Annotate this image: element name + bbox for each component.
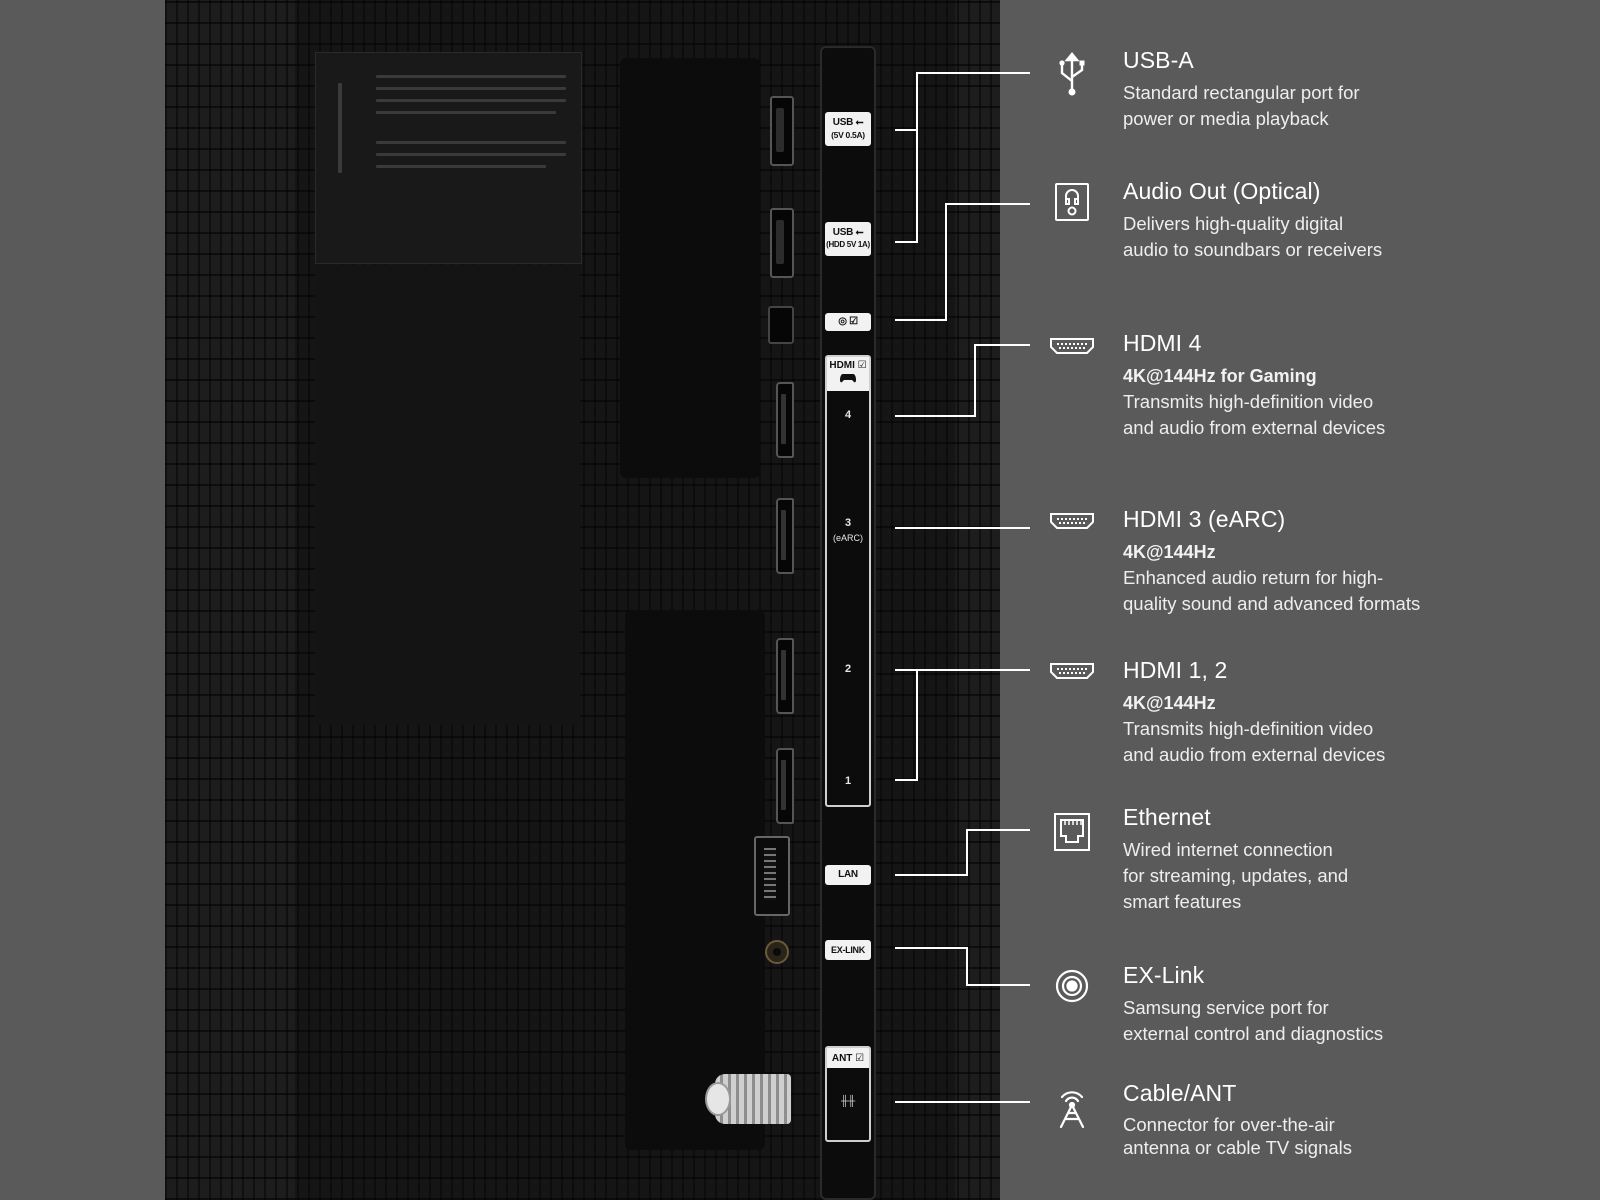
hdmi-3-number: 3 — [844, 517, 852, 529]
optical-audio-icon — [1048, 178, 1096, 226]
port-title: HDMI 1, 2 — [1123, 657, 1228, 683]
lan-label: LAN — [825, 865, 871, 885]
gamepad-icon — [827, 373, 869, 387]
antenna-icon — [1048, 1082, 1096, 1130]
port-item-audio-out: Audio Out (Optical) Delivers high-qualit… — [1123, 177, 1583, 263]
lan-port — [754, 836, 790, 916]
port-description: Connector for over-the-air antenna or ca… — [1123, 1114, 1353, 1158]
hdmi-port-3 — [776, 498, 794, 574]
ant-label-box: ANT ☑ ╫╫ — [825, 1046, 871, 1142]
coax-connector — [705, 1074, 791, 1124]
port-title: Ethernet — [1123, 804, 1211, 830]
usb-port-1 — [770, 96, 794, 166]
port-item-hdmi-4: HDMI 4 4K@144Hz for Gaming Transmits hig… — [1123, 329, 1583, 441]
port-description: Standard rectangular port for power or m… — [1123, 82, 1360, 129]
port-title: HDMI 4 — [1123, 330, 1202, 356]
port-item-hdmi-1-2: HDMI 1, 2 4K@144Hz Transmits high-defini… — [1123, 656, 1583, 768]
port-spec: 4K@144Hz — [1123, 542, 1216, 562]
hdmi-port-1 — [776, 748, 794, 824]
panel-block — [315, 265, 580, 725]
hdmi-3-earc-label: (eARC) — [832, 533, 863, 543]
port-description: Delivers high-quality digital audio to s… — [1123, 213, 1383, 260]
port-item-hdmi-3: HDMI 3 (eARC) 4K@144Hz Enhanced audio re… — [1123, 505, 1583, 617]
usb-2-label: USB ⭠(HDD 5V 1A) — [825, 222, 871, 256]
port-item-usb-a: USB-A Standard rectangular port for powe… — [1123, 46, 1583, 132]
hdmi-port-2 — [776, 638, 794, 714]
port-description: Transmits high-definition video and audi… — [1123, 391, 1386, 438]
ant-label: ANT ☑ — [831, 1052, 865, 1064]
usb-port-2 — [770, 208, 794, 278]
ex-link-label: EX-LINK — [825, 940, 871, 960]
hdmi-4-number: 4 — [844, 409, 852, 421]
port-title: EX-Link — [1123, 962, 1205, 988]
port-description: Samsung service port for external contro… — [1123, 997, 1384, 1044]
port-item-ex-link: EX-Link Samsung service port for externa… — [1123, 961, 1583, 1047]
port-description: Transmits high-definition video and audi… — [1123, 718, 1386, 765]
port-spec: 4K@144Hz — [1123, 693, 1216, 713]
port-spec: 4K@144Hz for Gaming — [1123, 366, 1317, 386]
port-item-cable-ant: Cable/ANT Connector for over-the-air ant… — [1123, 1079, 1583, 1159]
rating-label — [315, 52, 582, 264]
optical-label: ◎ ☑ — [825, 313, 871, 331]
port-title: HDMI 3 (eARC) — [1123, 506, 1286, 532]
port-description: Wired internet connection for streaming,… — [1123, 839, 1349, 912]
optical-port — [768, 306, 794, 344]
port-description: Enhanced audio return for high- quality … — [1123, 567, 1421, 614]
port-title: Cable/ANT — [1123, 1080, 1237, 1106]
upper-port-plate — [620, 58, 760, 478]
hdmi-1-number: 1 — [844, 775, 852, 787]
port-title: USB-A — [1123, 47, 1194, 73]
hdmi-icon — [1048, 497, 1096, 545]
hdmi-label-box: HDMI ☑ — [825, 355, 871, 807]
ex-link-icon — [1048, 962, 1096, 1010]
hdmi-icon — [1048, 322, 1096, 370]
usb-icon — [1048, 50, 1096, 98]
port-title: Audio Out (Optical) — [1123, 178, 1321, 204]
ex-link-port — [765, 940, 789, 964]
port-item-ethernet: Ethernet Wired internet connection for s… — [1123, 803, 1583, 915]
hdmi-icon — [1048, 647, 1096, 695]
hdmi-2-number: 2 — [844, 663, 852, 675]
hdmi-port-4 — [776, 382, 794, 458]
hdmi-label-head: HDMI ☑ — [827, 357, 869, 391]
lower-port-plate — [625, 610, 765, 1150]
antenna-symbol-icon: ╫╫ — [841, 1096, 856, 1107]
ethernet-icon — [1048, 808, 1096, 856]
usb-1-label: USB ⭠(5V 0.5A) — [825, 112, 871, 146]
